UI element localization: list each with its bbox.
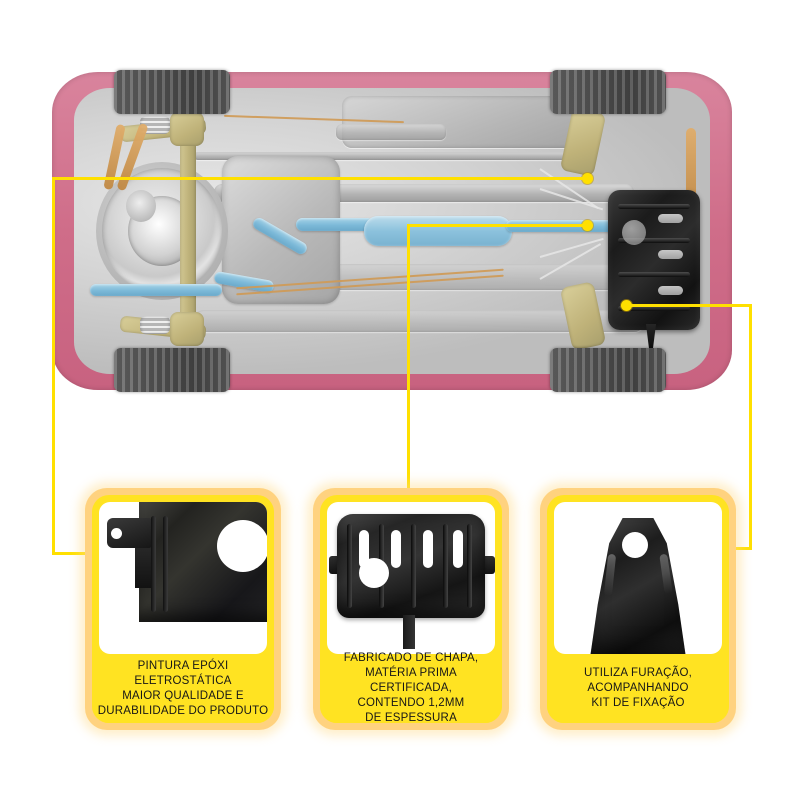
card-caption-band: FABRICADO DE CHAPA, MATÉRIA PRIMA CERTIF…: [320, 652, 502, 724]
caption-line: MATÉRIA PRIMA CERTIFICADA,: [365, 667, 457, 694]
car-floorpan: [74, 88, 710, 374]
card-photo-suporte-de-fixacao: [554, 502, 722, 654]
caption-line: DURABILIDADE DO PRODUTO: [97, 704, 269, 717]
crossrail-1: [194, 152, 594, 160]
caption-line: DE ESPESSURA: [365, 712, 457, 724]
skid-plate-bracket-installed: [645, 324, 657, 350]
caption-line: ACOMPANHANDO: [587, 682, 689, 694]
coil-spring-upper: [140, 116, 170, 134]
feature-card-chapa[interactable]: FABRICADO DE CHAPA, MATÉRIA PRIMA CERTIF…: [313, 488, 509, 730]
tyre-rear-right: [550, 348, 666, 392]
spare-wheel-hub: [126, 190, 156, 222]
strut-mount-lower: [170, 312, 204, 346]
callout-1-line-h1: [52, 177, 588, 180]
exhaust-front-section: [90, 284, 222, 296]
caption-line: UTILIZA FURAÇÃO,: [584, 667, 692, 679]
callout-1-line-v: [52, 177, 55, 555]
feature-card-pintura[interactable]: PINTURA EPÓXI ELETROSTÁTICA MAIOR QUALID…: [85, 488, 281, 730]
caption-line: KIT DE FIXAÇÃO: [591, 697, 685, 709]
card-caption-band: UTILIZA FURAÇÃO, ACOMPANHANDO KIT DE FIX…: [547, 654, 729, 723]
exhaust-pipe-mid: [296, 218, 374, 231]
callout-3-line-h1: [626, 304, 752, 307]
callout-2-line-v: [407, 224, 410, 492]
caption-line: MAIOR QUALIDADE E: [122, 689, 244, 702]
rear-trailing-arm-lower: [559, 281, 607, 351]
caption-line: PINTURA EPÓXI: [137, 659, 229, 672]
card-photo-detalhe-borda-protetor: [99, 502, 267, 654]
callout-2-line-h: [407, 224, 588, 227]
callout-1-line-h2: [52, 552, 112, 555]
tyre-front-right: [114, 348, 230, 392]
rear-fuel-filler-pipe: [686, 128, 696, 214]
caption-line: CONTENDO 1,2MM: [357, 697, 465, 709]
tyre-rear-left: [550, 70, 666, 114]
caption-line: ELETROSTÁTICA: [134, 674, 232, 687]
heat-shield: [336, 124, 446, 140]
coil-spring-lower: [140, 316, 170, 334]
front-crossmember: [180, 122, 196, 340]
caption-line: FABRICADO DE CHAPA,: [343, 652, 479, 664]
feature-card-furacao[interactable]: UTILIZA FURAÇÃO, ACOMPANHANDO KIT DE FIX…: [540, 488, 736, 730]
tyre-front-left: [114, 70, 230, 114]
card-photo-protetor-de-carter-completo: [327, 502, 495, 654]
callout-3-line-v: [749, 304, 752, 550]
card-caption-band: PINTURA EPÓXI ELETROSTÁTICA MAIOR QUALID…: [92, 654, 274, 723]
car-underbody-diagram: [52, 70, 732, 392]
crossrail-4: [194, 310, 644, 332]
muffler: [364, 216, 512, 246]
strut-mount-upper: [170, 112, 204, 146]
